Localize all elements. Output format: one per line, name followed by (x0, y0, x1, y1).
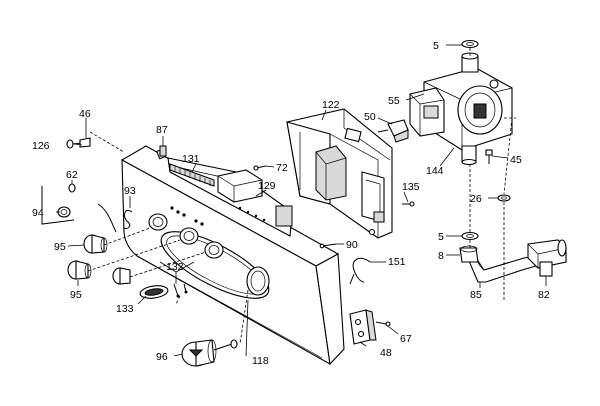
clip-62 (68, 183, 76, 193)
callout-55: 55 (388, 95, 400, 107)
clip-93 (123, 209, 133, 229)
callout-67: 67 (400, 333, 412, 345)
callout-46: 46 (79, 108, 91, 120)
screw-90 (319, 243, 337, 249)
callout-labels: 5 55 46 122 50 126 87 144 45 131 72 62 9… (32, 40, 550, 367)
knob-95-lower (67, 239, 181, 280)
assembly-lines (89, 48, 516, 345)
rear-housing (286, 108, 393, 239)
callout-93: 93 (124, 185, 136, 197)
callout-144: 144 (426, 165, 444, 177)
callout-122: 122 (322, 99, 340, 111)
callout-8: 8 (438, 250, 444, 262)
callout-45: 45 (510, 154, 522, 166)
washer-5-top (461, 39, 479, 49)
callout-26: 26 (470, 193, 482, 205)
pins-132 (173, 283, 188, 298)
circuit-board (167, 157, 293, 237)
part-50 (377, 119, 409, 143)
gas-pipe (459, 239, 567, 283)
gauge-96 (181, 339, 238, 367)
lens-133 (139, 285, 169, 299)
callout-151: 151 (388, 256, 406, 268)
screw-135 (402, 201, 415, 207)
callout-133: 133 (116, 303, 134, 315)
callout-96: 96 (156, 351, 168, 363)
callout-62: 62 (66, 169, 78, 181)
washer-5-bottom (461, 231, 479, 241)
callout-95-upper: 95 (54, 241, 66, 253)
callout-72: 72 (276, 162, 288, 174)
callout-85: 85 (470, 289, 482, 301)
callout-5-top: 5 (433, 40, 439, 52)
screw-126 (66, 137, 91, 149)
callout-94: 94 (32, 207, 44, 219)
leader-lines (56, 44, 547, 357)
control-panel-fascia (120, 145, 345, 366)
callout-118: 118 (252, 355, 269, 367)
bracket-48 (349, 309, 377, 345)
callout-95-lower: 95 (70, 289, 82, 301)
callout-90: 90 (346, 239, 358, 251)
callout-126: 126 (32, 140, 50, 152)
callout-48: 48 (380, 347, 392, 359)
callout-87: 87 (156, 124, 168, 136)
callout-50: 50 (364, 111, 376, 123)
spring-94 (41, 186, 117, 233)
callout-131: 131 (182, 153, 200, 165)
callout-5-bottom: 5 (438, 231, 444, 243)
gas-valve (409, 52, 513, 166)
knob-center (112, 251, 207, 285)
knob-95-upper (83, 227, 151, 254)
callout-132: 132 (166, 261, 184, 273)
callout-129: 129 (258, 180, 276, 192)
clip-151 (349, 257, 371, 285)
callout-135: 135 (402, 181, 420, 193)
screw-67 (375, 321, 391, 327)
clip-87 (159, 145, 167, 157)
screw-72 (253, 165, 267, 171)
washer-26 (497, 194, 511, 202)
screw-45 (485, 149, 493, 164)
callout-82: 82 (538, 289, 550, 301)
